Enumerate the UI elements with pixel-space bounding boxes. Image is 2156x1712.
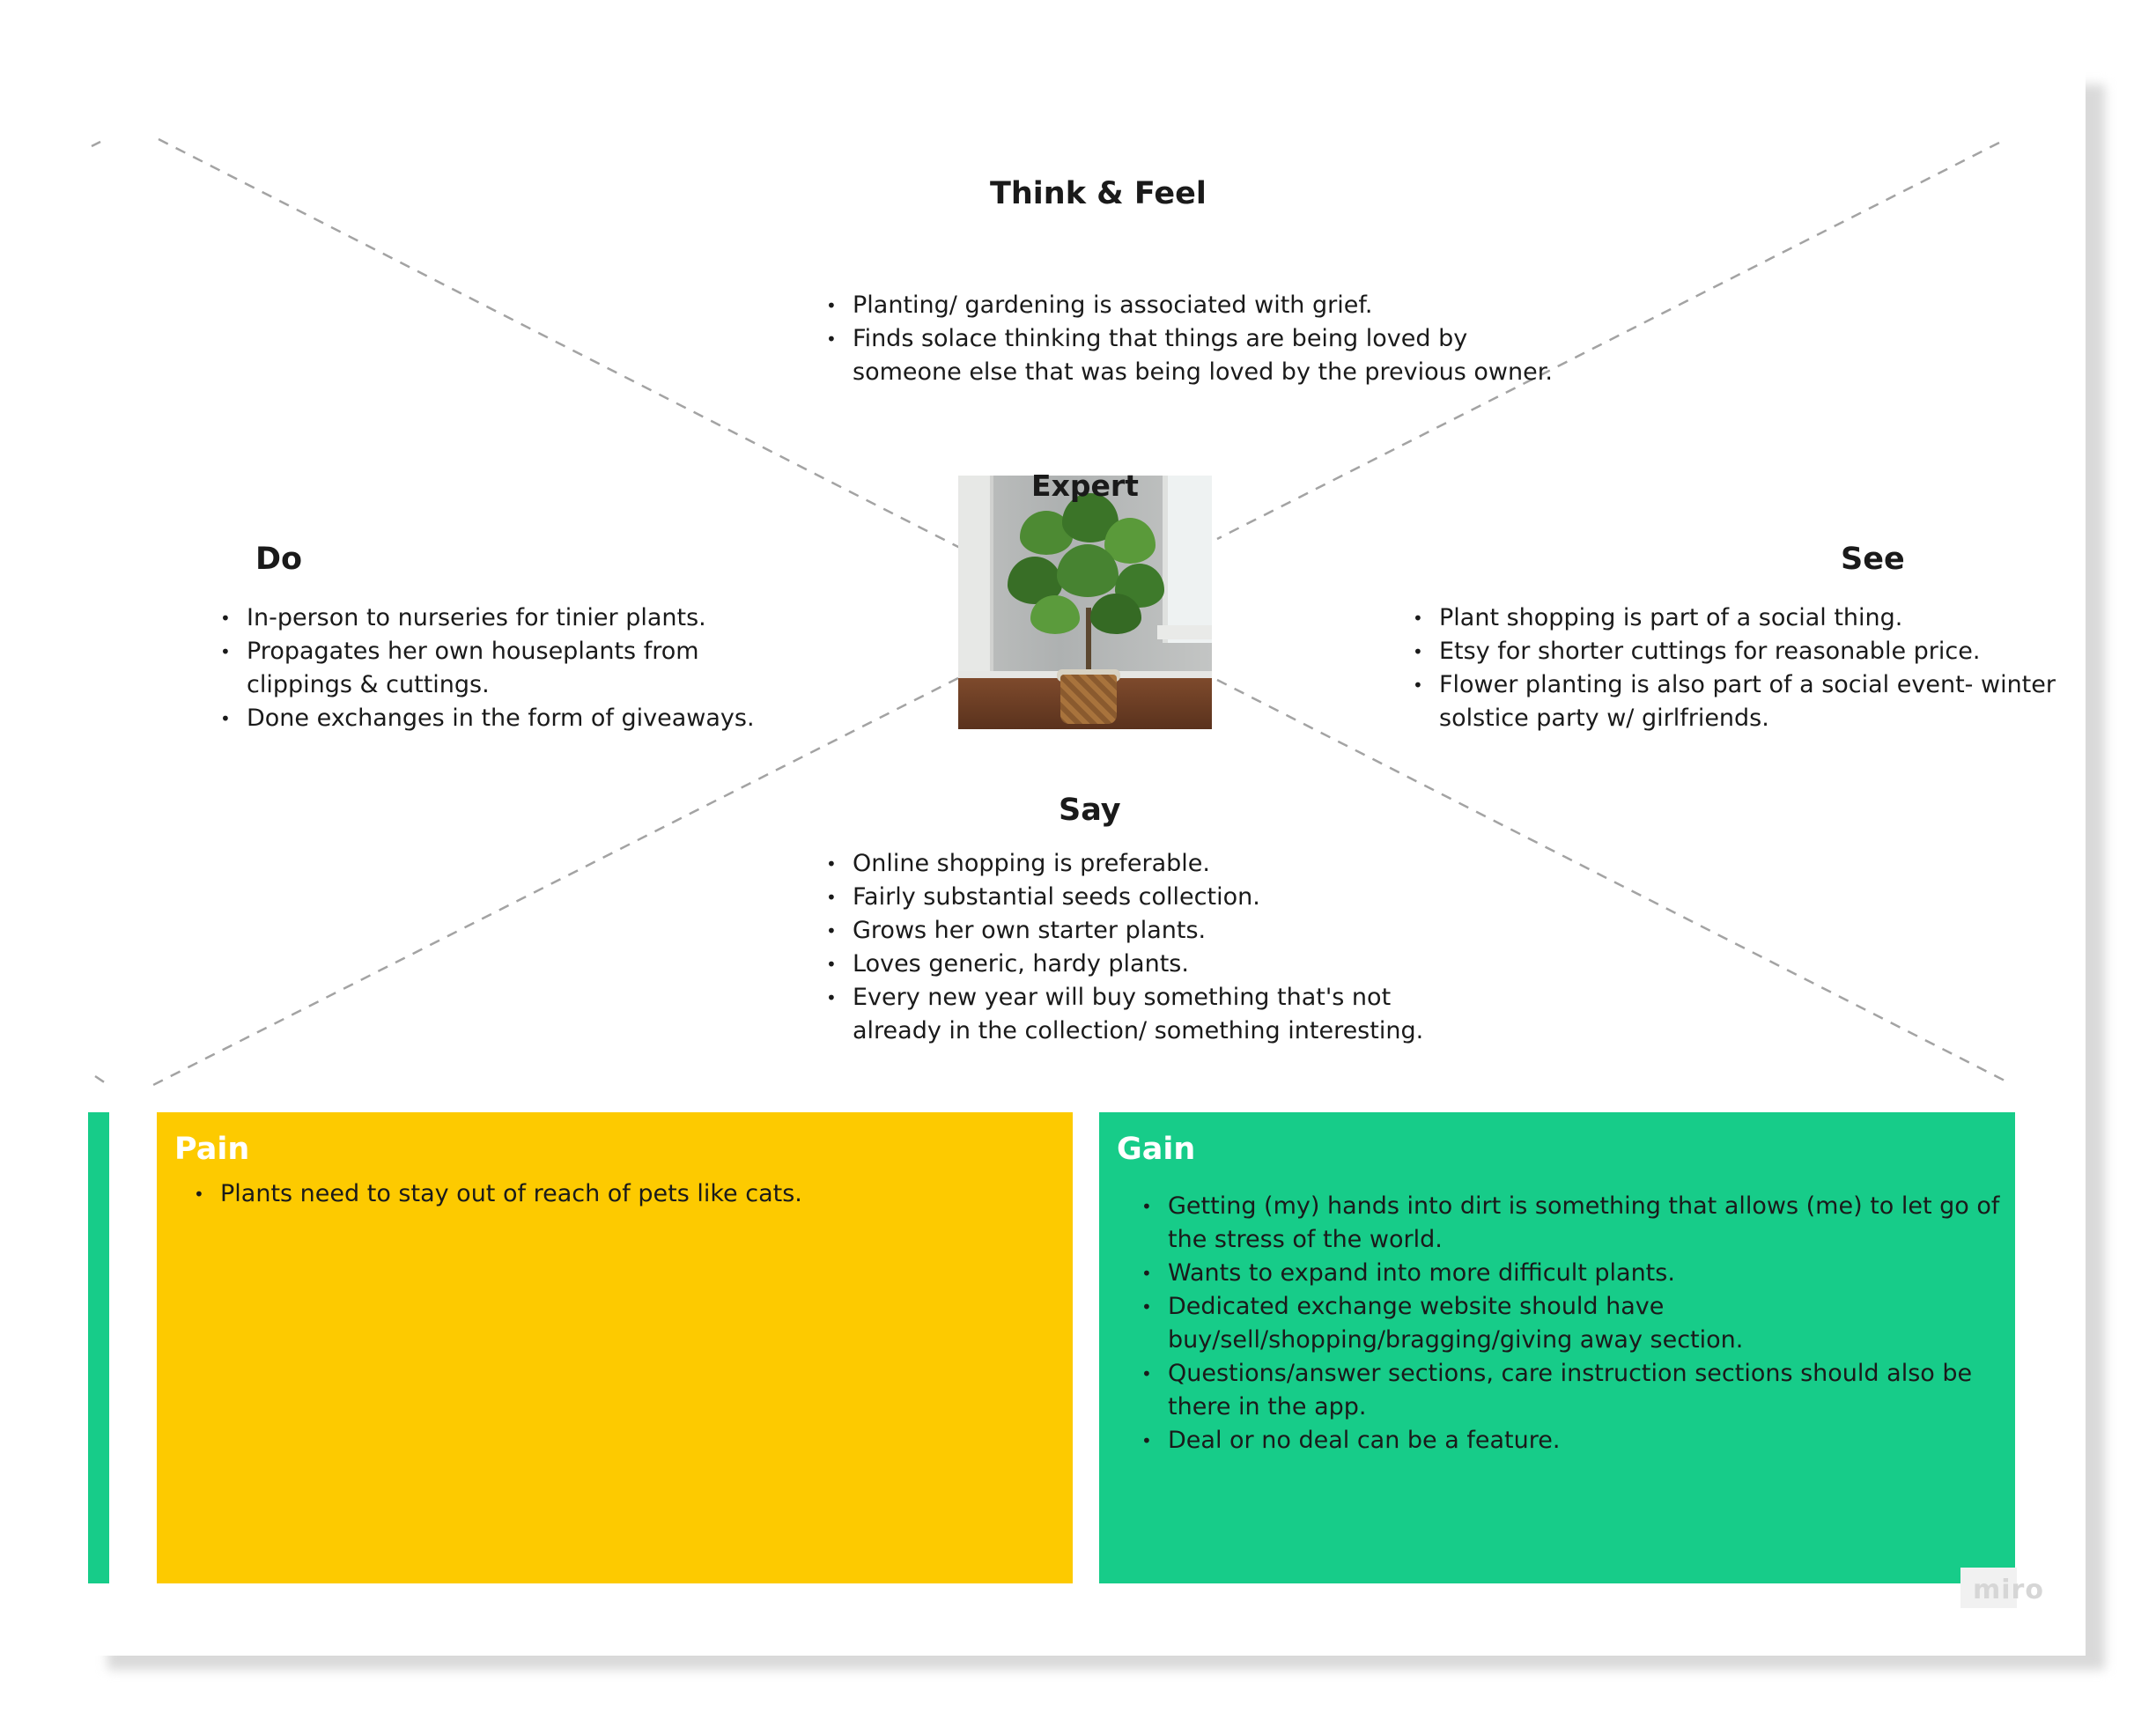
see-list: Plant shopping is part of a social thing… xyxy=(1402,601,2056,735)
pain-sticky-note[interactable]: Pain Plants need to stay out of reach of… xyxy=(157,1112,1073,1583)
gain-sticky-note[interactable]: Gain Getting (my) hands into dirt is som… xyxy=(1099,1112,2015,1583)
think-feel-heading: Think & Feel xyxy=(990,176,1207,211)
list-item: Fairly substantial seeds collection. xyxy=(853,881,1487,914)
list-item: Deal or no deal can be a feature. xyxy=(1168,1424,2031,1457)
persona-label: Expert xyxy=(958,469,1212,503)
divider-stub-top-left xyxy=(92,142,100,146)
say-heading: Say xyxy=(1059,793,1121,828)
list-item: Flower planting is also part of a social… xyxy=(1439,668,2056,735)
do-list: In-person to nurseries for tinier plants… xyxy=(210,601,757,735)
pain-title: Pain xyxy=(174,1132,249,1167)
say-list: Online shopping is preferable. Fairly su… xyxy=(816,847,1487,1048)
list-item: Etsy for shorter cuttings for reasonable… xyxy=(1439,635,2056,668)
list-item: Every new year will buy something that's… xyxy=(853,981,1487,1048)
list-item: In-person to nurseries for tinier plants… xyxy=(247,601,757,635)
partial-sticky-note xyxy=(88,1112,109,1583)
gain-list: Getting (my) hands into dirt is somethin… xyxy=(1131,1190,2031,1457)
list-item: Plant shopping is part of a social thing… xyxy=(1439,601,2056,635)
list-item: Loves generic, hardy plants. xyxy=(853,948,1487,981)
list-item: Planting/ gardening is associated with g… xyxy=(853,289,1557,322)
persona-plant-photo xyxy=(958,476,1212,729)
list-item: Finds solace thinking that things are be… xyxy=(853,322,1557,389)
gain-title: Gain xyxy=(1117,1132,1195,1167)
list-item: Questions/answer sections, care instruct… xyxy=(1168,1357,2031,1424)
list-item: Plants need to stay out of reach of pets… xyxy=(220,1177,1066,1211)
pain-list: Plants need to stay out of reach of pets… xyxy=(183,1177,1066,1211)
list-item: Getting (my) hands into dirt is somethin… xyxy=(1168,1190,2031,1257)
think-feel-list: Planting/ gardening is associated with g… xyxy=(816,289,1557,389)
list-item: Done exchanges in the form of giveaways. xyxy=(247,702,757,735)
do-heading: Do xyxy=(255,542,302,577)
see-heading: See xyxy=(1841,542,1905,577)
divider-stub-bottom-left xyxy=(95,1076,106,1083)
list-item: Propagates her own houseplants from clip… xyxy=(247,635,757,702)
miro-watermark: miro xyxy=(1973,1575,2044,1605)
list-item: Dedicated exchange website should have b… xyxy=(1168,1290,2031,1357)
list-item: Online shopping is preferable. xyxy=(853,847,1487,881)
list-item: Grows her own starter plants. xyxy=(853,914,1487,948)
list-item: Wants to expand into more difficult plan… xyxy=(1168,1257,2031,1290)
